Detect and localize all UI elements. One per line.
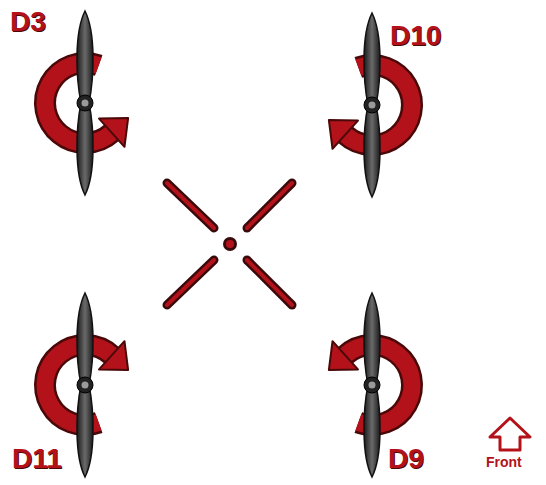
rotation-arrowhead (329, 120, 358, 149)
rotation-arrowhead (99, 341, 128, 370)
propeller-blade (77, 11, 93, 195)
propeller-blade (77, 293, 93, 477)
propeller-hub (77, 95, 93, 111)
propeller-hub (77, 377, 93, 393)
propeller-hub (369, 382, 376, 389)
propeller-blade (364, 13, 380, 197)
motor-pin-label: D9 (388, 445, 424, 473)
rotation-arrowhead (329, 341, 358, 370)
motor-pin-label: D3 (10, 8, 46, 36)
motor-rotation (45, 11, 128, 195)
motor-pin-label: D11 (12, 445, 62, 473)
propeller-hub (82, 100, 89, 107)
rotation-arrowhead (99, 118, 128, 147)
propeller-blade (364, 293, 380, 477)
frame-arms (167, 183, 292, 305)
propeller-hub (369, 102, 376, 109)
front-arrow-icon (490, 418, 530, 450)
propeller-hub (364, 377, 380, 393)
propeller-hub (82, 382, 89, 389)
propeller-hub (364, 97, 380, 113)
motor-pin-label: D10 (390, 22, 441, 50)
direction-label: Front (486, 455, 522, 469)
